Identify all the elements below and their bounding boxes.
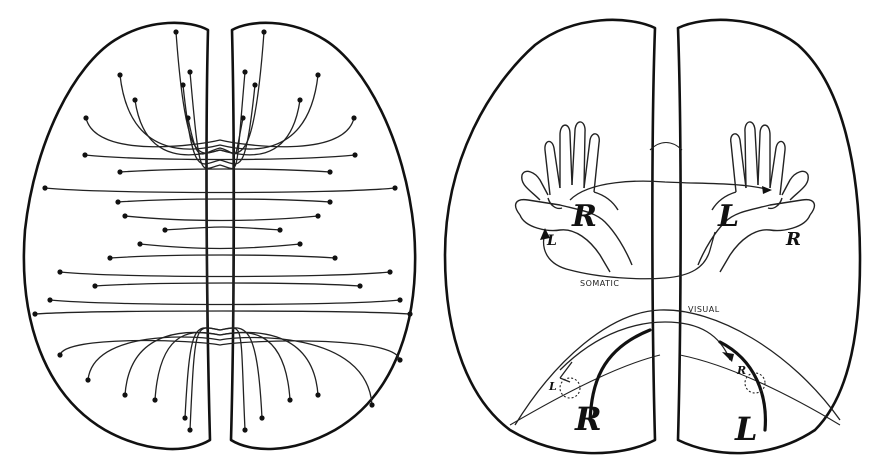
fiber-endpoint-dot: [332, 255, 337, 260]
commissural-fiber: [140, 244, 300, 249]
commissural-fiber: [35, 311, 410, 314]
fiber-endpoint-dot: [57, 269, 62, 274]
fiber-endpoint-dot: [287, 397, 292, 402]
commissural-fiber: [125, 216, 318, 221]
fiber-endpoint-dot: [117, 169, 122, 174]
fiber-endpoint-dot: [407, 311, 412, 316]
right-figure-right-hemisphere-outline: [678, 20, 860, 453]
left-brain-diagram: [24, 23, 415, 449]
visual-label-small-l: L: [548, 380, 557, 393]
hand-label-small-l: L: [546, 233, 557, 249]
fiber-endpoint-dot: [352, 152, 357, 157]
commissural-loop-top: [86, 118, 354, 147]
fiber-endpoint-dot: [297, 241, 302, 246]
somatic-lower-loop: [544, 232, 715, 279]
hand-label-small-r: R: [785, 229, 801, 250]
somatic-label: SOMATIC: [580, 279, 619, 288]
commissural-fiber: [95, 283, 360, 286]
fiber-endpoint-dot: [83, 115, 88, 120]
fiber-endpoint-dot: [327, 169, 332, 174]
fiber-endpoint-dot: [132, 97, 137, 102]
commissural-loop-bottom: [88, 337, 372, 405]
fiber-endpoint-dot: [369, 402, 374, 407]
fiber-endpoint-dot: [42, 185, 47, 190]
fiber-endpoint-dot: [32, 311, 37, 316]
fiber-endpoint-dot: [117, 72, 122, 77]
visual-inner-arc: [560, 322, 730, 370]
fiber-endpoint-dot: [122, 392, 127, 397]
fiber-endpoint-dot: [182, 415, 187, 420]
commissural-fiber: [60, 272, 390, 277]
hemi-label-big-l: L: [734, 410, 758, 448]
commissural-fiber: [165, 227, 280, 230]
fiber-endpoint-dot: [57, 352, 62, 357]
commissural-fiber: [50, 300, 400, 305]
fiber-endpoint-dot: [259, 415, 264, 420]
fiber-endpoint-dot: [92, 283, 97, 288]
commissural-fiber: [118, 199, 330, 202]
fiber-endpoint-dot: [173, 29, 178, 34]
fiber-endpoint-dot: [351, 115, 356, 120]
fiber-endpoint-dot: [252, 82, 257, 87]
fiber-endpoint-dot: [315, 72, 320, 77]
fiber-endpoint-dot: [162, 227, 167, 232]
fiber-endpoint-dot: [297, 97, 302, 102]
fiber-endpoint-dot: [187, 427, 192, 432]
visual-arrow-right: [722, 352, 734, 362]
fiber-endpoint-dot: [152, 397, 157, 402]
fiber-endpoint-dot: [122, 213, 127, 218]
commissural-fiber: [110, 255, 335, 258]
somatic-upper-arc: [570, 181, 770, 200]
fiber-endpoint-dot: [277, 227, 282, 232]
fiber-endpoint-dot: [240, 115, 245, 120]
fiber-endpoint-dot: [185, 115, 190, 120]
fiber-endpoint-dot: [392, 185, 397, 190]
right-brain-diagram: SOMATIC R L L R VISUAL L R R L: [445, 20, 860, 453]
fiber-endpoint-dot: [180, 82, 185, 87]
fiber-endpoint-dot: [397, 297, 402, 302]
visual-label-small-r: R: [736, 364, 746, 377]
fiber-endpoint-dot: [242, 427, 247, 432]
hand-label-big-l: L: [717, 199, 739, 234]
fiber-endpoint-dot: [47, 297, 52, 302]
commissural-fibers: [35, 32, 410, 430]
commissural-loop-top: [183, 85, 255, 164]
fiber-endpoint-dot: [107, 255, 112, 260]
fiber-endpoint-dot: [187, 69, 192, 74]
fiber-endpoint-dot: [327, 199, 332, 204]
fiber-endpoint-dot: [115, 199, 120, 204]
fiber-endpoint-dot: [387, 269, 392, 274]
hemi-label-big-r: R: [574, 400, 602, 438]
fiber-endpoint-dot: [137, 241, 142, 246]
fiber-endpoint-dot: [357, 283, 362, 288]
fiber-endpoint-dot: [315, 213, 320, 218]
fiber-endpoint-dot: [242, 69, 247, 74]
hand-label-big-r: R: [571, 199, 597, 234]
commissural-loop-bottom: [155, 333, 290, 401]
fiber-endpoint-dot: [82, 152, 87, 157]
callosum-notch: [650, 143, 682, 151]
fiber-endpoint-dot: [261, 29, 266, 34]
commissural-fiber: [85, 155, 355, 160]
fiber-endpoint-dot: [85, 377, 90, 382]
commissural-fiber: [120, 169, 330, 172]
fiber-endpoint-dot: [397, 357, 402, 362]
commissural-fiber: [45, 188, 395, 193]
fiber-endpoint-dot: [315, 392, 320, 397]
